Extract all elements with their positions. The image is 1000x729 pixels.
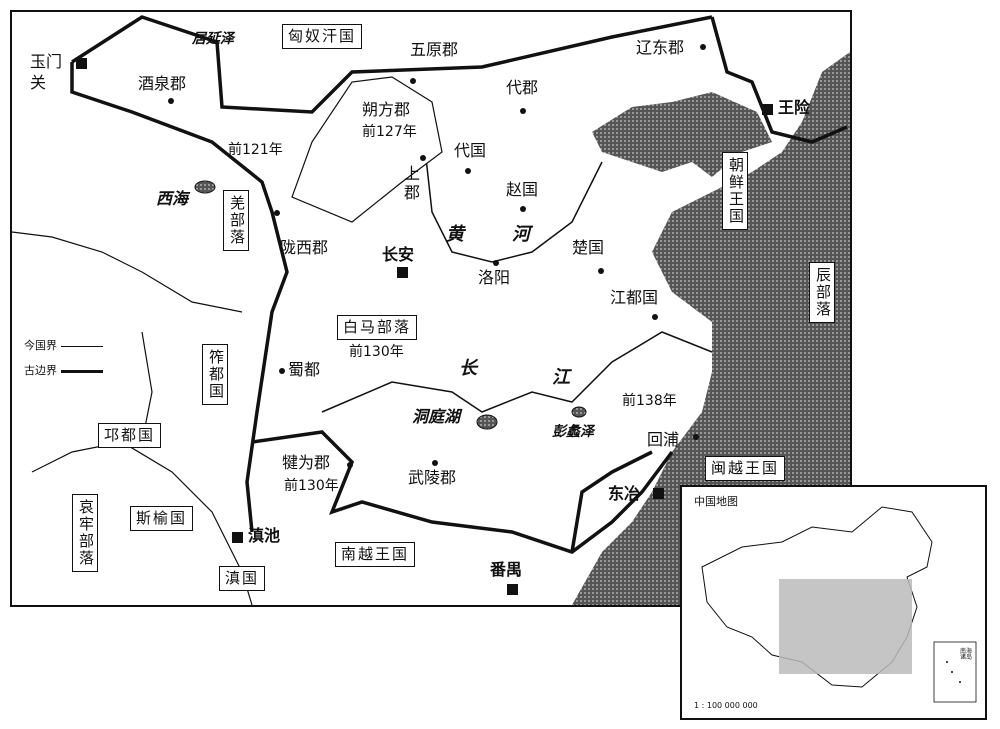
city-dot	[347, 462, 353, 468]
state-qiang: 羌部落	[223, 190, 249, 251]
capital-marker	[653, 488, 664, 499]
city-dot	[493, 260, 499, 266]
state-xiongnu: 匈奴汗国	[282, 24, 363, 49]
inset-south-sea: 南海诸岛	[960, 648, 973, 661]
city-dot	[700, 44, 706, 50]
yangtze-river	[321, 331, 713, 413]
legend-modern-label: 今国界	[24, 339, 57, 352]
state-zuodu: 筰都国	[202, 344, 228, 405]
label-chuguo: 楚国	[572, 238, 605, 257]
label-chang: 长	[459, 358, 477, 379]
city-dot	[279, 368, 285, 374]
inset-title: 中国地图	[694, 495, 738, 508]
legend-ancient-label: 古边界	[24, 364, 57, 377]
label-xihai: 西海	[156, 189, 189, 208]
label-dongtinghu: 洞庭湖	[412, 407, 461, 426]
label-yumenguan: 玉门关	[30, 52, 63, 92]
capital-marker	[762, 104, 773, 115]
pass-marker	[76, 58, 87, 69]
ancient-border-west	[70, 62, 289, 533]
capital-marker	[397, 267, 408, 278]
label-jiangdu: 江都国	[610, 288, 659, 307]
label-pengliza: 彭蠡泽	[552, 424, 594, 440]
label-luoyang: 洛阳	[478, 268, 511, 287]
label-jiang: 江	[552, 367, 570, 388]
label-liaodong: 辽东郡	[636, 38, 685, 57]
city-dot	[465, 168, 471, 174]
state-bama: 白马部落	[337, 315, 418, 340]
label-changan: 长安	[382, 245, 415, 264]
city-dot	[274, 210, 280, 216]
date-130-qianwei: 前130年	[284, 478, 339, 494]
label-dai-jun: 代郡	[506, 78, 539, 97]
dongting-lake	[476, 414, 498, 430]
city-dot	[168, 98, 174, 104]
city-dot	[432, 460, 438, 466]
label-dianchi: 滇池	[248, 526, 281, 545]
label-panyu: 番禺	[490, 560, 523, 579]
label-huipu: 回浦	[647, 430, 680, 449]
inset-scale: 1 : 100 000 000	[694, 701, 758, 710]
main-map: 匈奴汗国 白马部落 南越王国 闽越王国 邛都国 斯榆国 滇国 朝鲜王国 辰部落 …	[10, 10, 852, 607]
label-shuofang: 朔方郡	[362, 100, 411, 119]
capital-marker	[507, 584, 518, 595]
label-he: 河	[512, 224, 530, 245]
label-longxi: 陇西郡	[280, 238, 329, 257]
shuofang-region	[291, 76, 443, 223]
label-qianwei: 犍为郡	[282, 453, 331, 472]
label-daiguo: 代国	[454, 141, 487, 160]
label-wangxian: 王险	[778, 98, 811, 117]
date-138: 前138年	[622, 393, 677, 409]
label-shudu: 蜀都	[288, 360, 321, 379]
ancient-border-north	[71, 15, 713, 114]
state-chaoxian: 朝鲜王国	[722, 152, 748, 230]
city-dot	[410, 78, 416, 84]
label-jiuquan: 酒泉郡	[138, 74, 187, 93]
inset-map: 中国地图 南海诸岛 1 : 100 000 000	[680, 485, 987, 720]
city-dot	[520, 108, 526, 114]
ancient-border-yue	[570, 450, 653, 553]
label-zhaoguo: 赵国	[506, 180, 539, 199]
label-huang: 黄	[446, 224, 464, 245]
label-wuling: 武陵郡	[408, 468, 457, 487]
inset-china-outline	[701, 506, 977, 703]
city-dot	[693, 434, 699, 440]
state-minyue: 闽越王国	[705, 456, 786, 481]
state-ailao: 哀牢部落	[72, 494, 98, 572]
legend-ancient: 古边界	[24, 362, 103, 378]
city-dot	[520, 206, 526, 212]
date-130-bama: 前130年	[349, 344, 404, 360]
city-dot	[420, 155, 426, 161]
xihai-lake	[194, 180, 216, 194]
modern-border-1	[12, 231, 243, 313]
state-qiong: 邛都国	[98, 423, 162, 448]
label-juyanze: 居延泽	[192, 31, 234, 47]
date-127: 前127年	[362, 124, 417, 140]
capital-marker	[232, 532, 243, 543]
state-dian: 滇国	[219, 566, 266, 591]
ancient-border-south	[251, 430, 674, 554]
label-dongye: 东冶	[608, 484, 641, 503]
state-nanyue: 南越王国	[335, 542, 416, 567]
label-shangjun: 上郡	[401, 165, 420, 203]
legend-modern: 今国界	[24, 337, 103, 353]
date-121: 前121年	[228, 142, 283, 158]
label-wuyuan: 五原郡	[410, 40, 459, 59]
pengli-lake	[571, 406, 587, 418]
state-sigyu: 斯榆国	[130, 506, 194, 531]
city-dot	[598, 268, 604, 274]
state-chen: 辰部落	[809, 262, 835, 323]
city-dot	[652, 314, 658, 320]
